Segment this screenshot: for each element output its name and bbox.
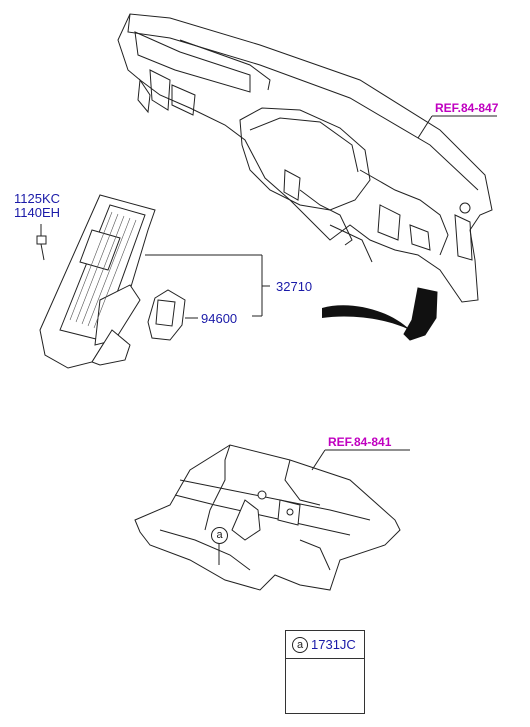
trim-bracket [403, 287, 438, 341]
ref-dashboard-label[interactable]: REF.84-847 [435, 101, 499, 115]
sensor-part [147, 289, 186, 341]
part-bolt-label-1: 1125KC [14, 191, 61, 206]
accelerator-pedal [39, 194, 156, 369]
floor-panel [134, 444, 401, 591]
part-bolt-label-2: 1140EH [14, 205, 61, 220]
curved-arrow [322, 305, 410, 330]
pedal-ribs [69, 211, 137, 329]
callout-a-marker: a [211, 527, 228, 544]
pedal-leader-lines [145, 254, 270, 319]
legend-header: a 1731JC [286, 631, 364, 659]
part-pedal-label: 32710 [276, 279, 313, 294]
legend-part-code: 1731JC [311, 637, 356, 652]
dashboard-panel [117, 13, 493, 303]
part-sensor-label: 94600 [201, 311, 238, 326]
legend-box: a 1731JC [285, 630, 365, 714]
dashboard-ref-leader [417, 115, 497, 139]
floor-ref-leader [218, 449, 410, 565]
bolt-part [36, 224, 47, 261]
ref-floor-label[interactable]: REF.84-841 [328, 435, 392, 449]
legend-marker: a [292, 637, 308, 653]
